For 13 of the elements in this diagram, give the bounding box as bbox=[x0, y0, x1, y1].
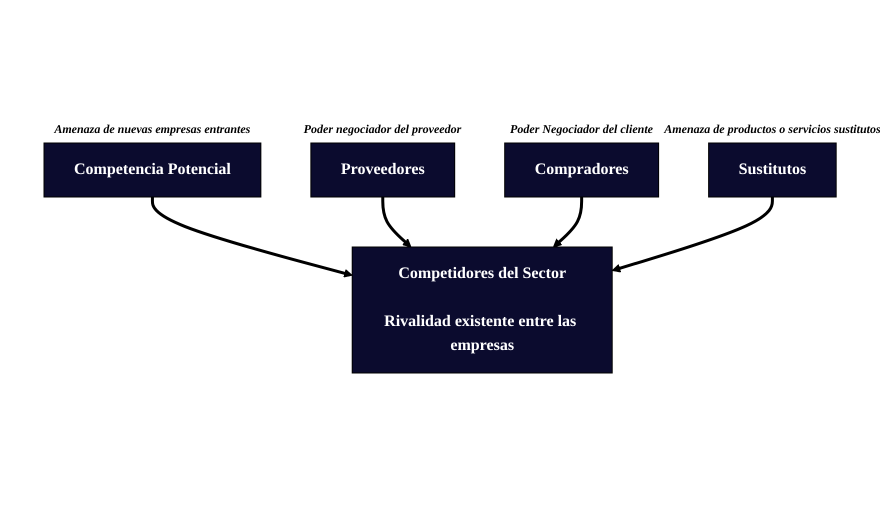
node-box: Proveedores bbox=[310, 142, 456, 198]
node-box: Sustitutos bbox=[708, 142, 837, 198]
annotation-text: Poder Negociador del cliente bbox=[510, 122, 654, 137]
annotation-text: Poder negociador del proveedor bbox=[304, 122, 462, 137]
node-box: Competidores del Sector Rivalidad existente entre las empresas bbox=[352, 246, 613, 374]
arrow bbox=[150, 197, 353, 278]
annotation-text: Amenaza de nuevas empresas entrantes bbox=[54, 122, 250, 137]
annotation-text: Amenaza de productos o servicios sustitutos bbox=[664, 122, 880, 137]
arrow bbox=[612, 197, 774, 272]
arrow bbox=[552, 197, 584, 248]
node-box: Competencia Potencial bbox=[43, 142, 262, 198]
node-box: Compradores bbox=[504, 142, 660, 198]
arrow bbox=[381, 197, 412, 248]
